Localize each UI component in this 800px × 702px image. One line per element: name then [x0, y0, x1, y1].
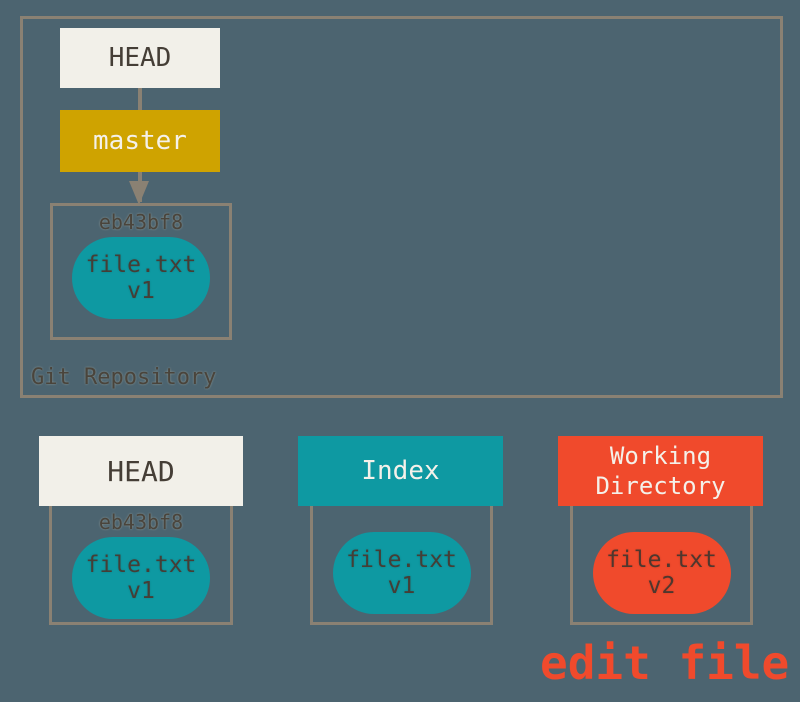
commit-hash-label: eb43bf8 — [98, 210, 184, 234]
working-directory-column-header: Working Directory — [558, 436, 763, 506]
index-column-header: Index — [298, 436, 503, 506]
edit-file-annotation: edit file — [540, 636, 790, 690]
head-to-master-connector — [138, 88, 142, 110]
working-directory-column-title: Working Directory — [595, 442, 726, 500]
commit-box: eb43bf8 file.txt v1 — [50, 203, 232, 340]
head-pointer-label: HEAD — [108, 43, 172, 73]
index-column-box: file.txt v1 — [310, 506, 493, 625]
git-repository-container: HEAD master eb43bf8 file.txt v1 Git Repo… — [20, 16, 783, 398]
commit-file-blob: file.txt v1 — [72, 237, 210, 319]
head-file-blob: file.txt v1 — [72, 537, 210, 619]
file-version-label: v2 — [647, 573, 676, 599]
head-pointer-box: HEAD — [60, 28, 220, 88]
head-column-box: eb43bf8 file.txt v1 — [49, 506, 233, 625]
master-branch-label: master — [93, 126, 187, 156]
arrow-down-icon — [129, 181, 149, 205]
file-version-label: v1 — [387, 573, 416, 599]
file-name-label: file.txt — [346, 546, 457, 573]
file-name-label: file.txt — [85, 251, 197, 278]
master-branch-box: master — [60, 110, 220, 172]
index-file-blob: file.txt v1 — [332, 532, 471, 614]
head-column-header: HEAD — [39, 436, 243, 506]
index-column-title: Index — [361, 456, 440, 486]
file-version-label: v1 — [127, 278, 155, 304]
repository-label: Git Repository — [31, 365, 217, 390]
working-directory-file-blob: file.txt v2 — [592, 532, 731, 614]
working-directory-column-box: file.txt v2 — [570, 506, 753, 625]
file-version-label: v1 — [127, 578, 155, 604]
head-column-title: HEAD — [107, 454, 175, 488]
file-name-label: file.txt — [85, 551, 197, 578]
file-name-label: file.txt — [606, 546, 717, 573]
head-commit-hash-label: eb43bf8 — [98, 510, 184, 534]
